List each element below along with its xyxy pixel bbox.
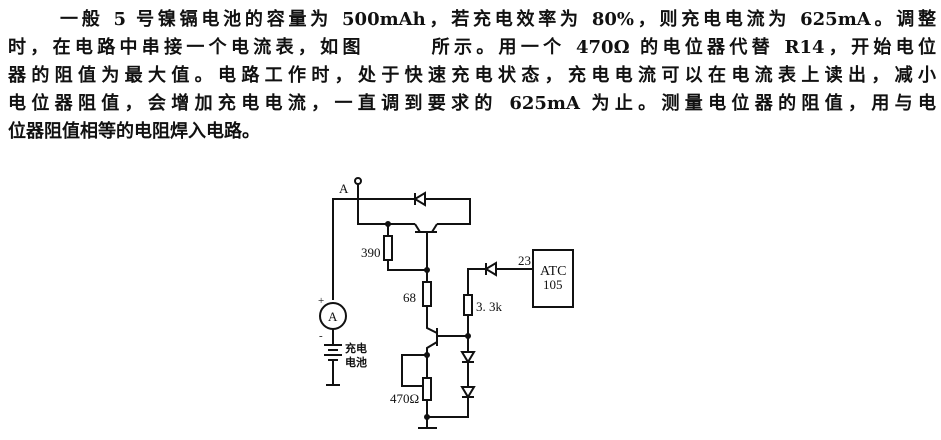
terminal-label: A	[339, 181, 349, 196]
paragraph-line-2: 时，在电路中串接一个电流表，如图 所示。用一个 470Ω 的电位器代替 R14，…	[8, 37, 936, 58]
terminal-a	[354, 177, 362, 185]
diode-top	[413, 191, 426, 207]
paragraph-line-3: 器的阻值为最大值。电路工作时，处于快速充电状态，充电电流可以在电流表上读出，减小	[8, 65, 936, 86]
ic-label-1: ATC	[540, 264, 566, 279]
resistor-3k3	[463, 294, 473, 316]
battery-label-2: 电池	[345, 355, 367, 369]
paragraph-line-1: 一般 5 号镍镉电池的容量为 500mAh，若充电效率为 80%，则充电电流为 …	[60, 9, 936, 30]
resistor-68	[422, 281, 432, 307]
potentiometer-470	[422, 377, 432, 401]
paragraph-line-4: 电位器阻值，会增加充电电流，一直调到要求的 625mA 为止。测量电位器的阻值，…	[8, 93, 936, 114]
r2-label: 68	[403, 290, 416, 305]
wire-a	[357, 184, 415, 225]
ic-atc105	[532, 249, 574, 308]
r1-label: 390	[361, 245, 381, 260]
diode-lower-2	[460, 386, 476, 399]
diode-lower-1	[460, 351, 476, 364]
battery-label-1: 充电	[345, 341, 367, 355]
battery	[324, 329, 342, 386]
r3-label: 3. 3k	[476, 299, 503, 314]
minus-sign: -	[319, 330, 323, 342]
paragraph-line-5: 位器阻值相等的电阻焊入电路。	[8, 121, 260, 142]
wire-top	[332, 198, 471, 300]
diode-ic	[484, 261, 497, 277]
pot-label: 470Ω	[390, 391, 419, 406]
ic-label-2: 105	[543, 277, 563, 292]
plus-sign: +	[318, 295, 324, 307]
ammeter-label: A	[328, 309, 338, 324]
resistor-390	[383, 235, 393, 261]
pin-label: 23	[518, 253, 531, 268]
transistor-upper	[414, 223, 438, 270]
